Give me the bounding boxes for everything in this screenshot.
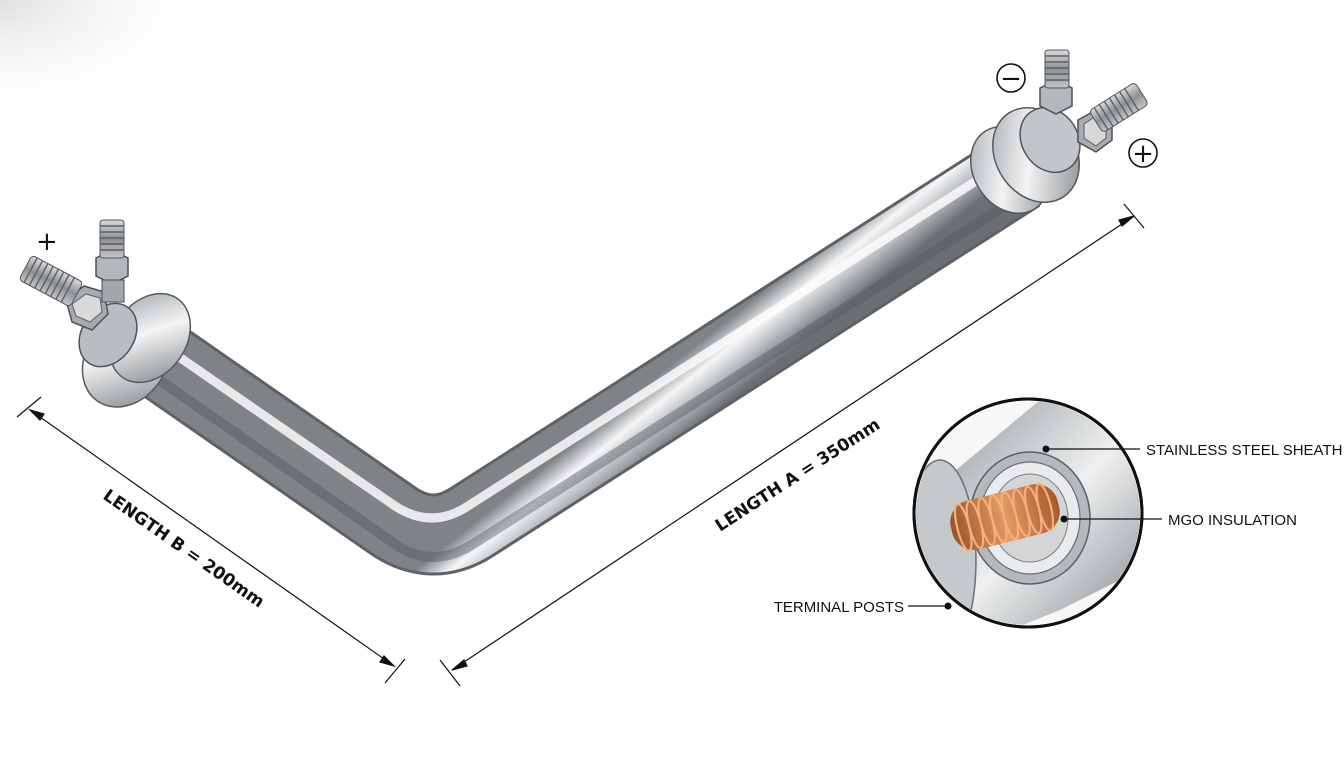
left-positive-symbol: + [36, 227, 58, 257]
length-b-label: LENGTH B = 200mm [99, 486, 268, 613]
heating-tube [116, 137, 1041, 576]
left-terminal-fitting [19, 219, 192, 408]
cutaway-inset [912, 397, 1144, 629]
callout-sheath-label: STAINLESS STEEL SHEATH [1146, 442, 1342, 459]
callout-terminal: TERMINAL POSTS [774, 599, 952, 616]
length-a-label: LENGTH A = 350mm [712, 415, 884, 536]
dimension-length-a [439, 203, 1145, 687]
background-shade [0, 0, 220, 120]
right-negative-symbol: − [1000, 64, 1022, 94]
right-positive-symbol-badge: + [1128, 138, 1158, 169]
callout-insulation: MGO INSULATION [1060, 512, 1297, 529]
copper-coil [950, 482, 1060, 552]
callout-insulation-label: MGO INSULATION [1168, 512, 1297, 529]
dimension-length-b [16, 396, 406, 684]
callout-terminal-label: TERMINAL POSTS [774, 599, 904, 616]
callout-sheath: STAINLESS STEEL SHEATH [1042, 442, 1342, 459]
right-terminal-fitting [970, 49, 1148, 215]
right-negative-symbol-badge: − [996, 63, 1026, 94]
right-positive-symbol: + [1132, 139, 1154, 169]
